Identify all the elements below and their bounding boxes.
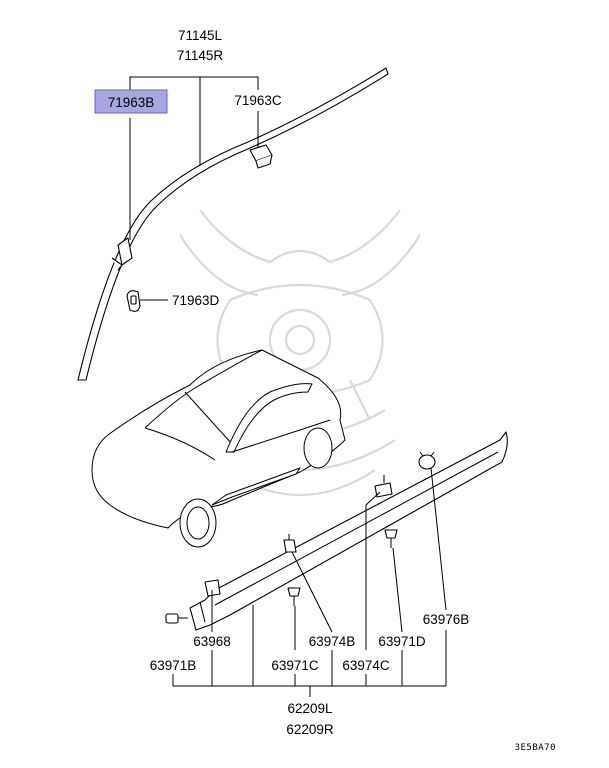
label-63976b[interactable]: 63976B <box>423 612 470 627</box>
label-71963d[interactable]: 71963D <box>172 293 220 308</box>
label-63968[interactable]: 63968 <box>193 634 231 649</box>
screw-63971c-part <box>287 587 301 606</box>
label-63971d[interactable]: 63971D <box>378 634 426 649</box>
highlight-box <box>94 89 168 114</box>
car-illustration <box>91 349 346 548</box>
clip-71963c-part <box>249 144 273 169</box>
clip-63968-part <box>204 579 221 597</box>
label-63971b[interactable]: 63971B <box>150 658 197 673</box>
clip-71963b-part <box>111 237 133 271</box>
clip-63976b-part <box>418 451 436 470</box>
label-71145r[interactable]: 71145R <box>177 48 224 63</box>
diagram-code: 3E5BA70 <box>515 743 556 753</box>
label-63974c[interactable]: 63974C <box>342 658 390 673</box>
roof-moulding-part <box>77 67 389 381</box>
clip-63974b-part <box>283 534 297 553</box>
screw-63971d-part <box>384 529 398 548</box>
screw-63971b-part <box>165 613 188 624</box>
clip-71963d-part <box>126 290 141 312</box>
label-62209r[interactable]: 62209R <box>286 722 334 737</box>
label-63971c[interactable]: 63971C <box>271 658 319 673</box>
label-63974b[interactable]: 63974B <box>309 634 356 649</box>
side-sill-moulding-part <box>189 431 508 631</box>
clip-63974c-part <box>374 475 393 498</box>
label-71963c[interactable]: 71963C <box>234 93 282 108</box>
leader-lines <box>129 76 447 697</box>
label-71145l[interactable]: 71145L <box>178 28 223 43</box>
label-62209l[interactable]: 62209L <box>287 701 333 716</box>
label-71963b[interactable]: 71963B <box>108 95 155 110</box>
